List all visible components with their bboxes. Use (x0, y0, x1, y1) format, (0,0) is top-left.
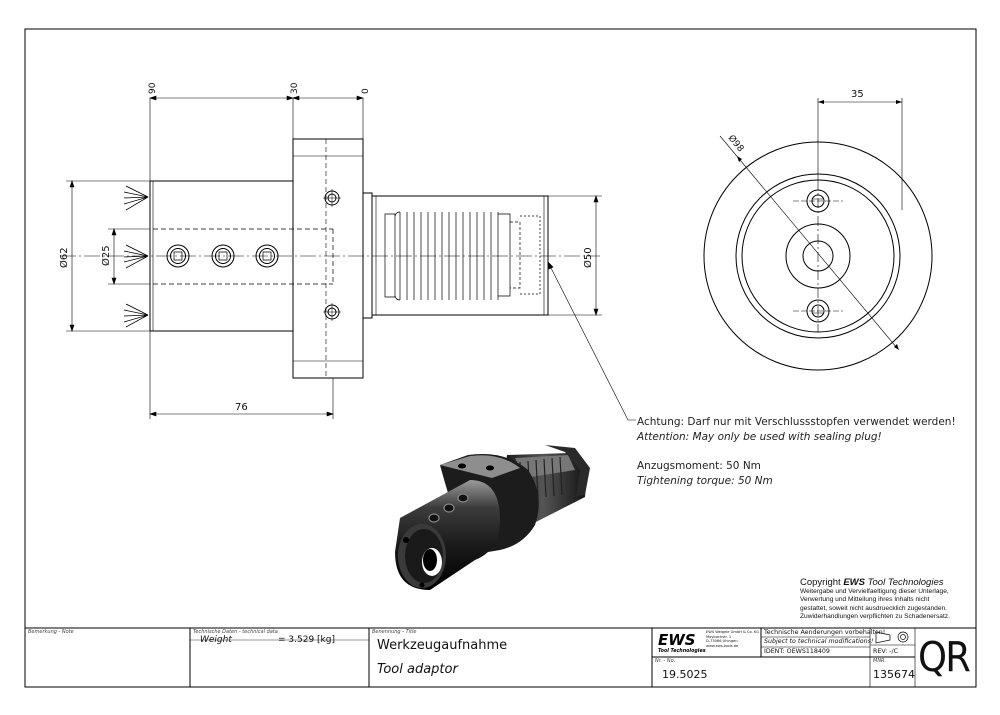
logo-text: EWS (658, 631, 696, 649)
ews-logo: EWS Tool Technologies (657, 631, 706, 654)
side-view (60, 138, 600, 379)
dim-0: 0 (361, 88, 371, 94)
mnr-label: MNR. (873, 658, 887, 664)
dim-90: 90 (148, 82, 158, 94)
side-dimensions (66, 95, 636, 421)
designation-label: Benennung - Title (372, 629, 417, 635)
mnr-value: 135674 (873, 668, 915, 681)
copyright-line: Verwertung und Mitteilung ihres Inhalts … (800, 596, 930, 604)
warning-note-de: Achtung: Darf nur mit Verschlussstopfen … (637, 416, 956, 428)
tool-adaptor-render (395, 445, 590, 590)
warning-note-en: Attention: May only be used with sealing… (637, 431, 882, 443)
title-block-lines (25, 627, 976, 687)
dim-35: 35 (851, 89, 864, 100)
torque-note-de: Anzugsmoment: 50 Nm (637, 460, 761, 472)
weight-label: Weight (200, 635, 232, 645)
revision-value: REV: -/C (873, 648, 899, 655)
title-en: Tool adaptor (377, 662, 458, 677)
changes-en: Subject to technical modifications! (764, 638, 874, 645)
techdata-label: Technische Daten - technical data (193, 629, 278, 635)
changes-de: Technische Aenderungen vorbehalten! (764, 629, 886, 636)
qr-code-mark: QR (918, 633, 971, 681)
weight-value: = 3.529 [kg] (278, 635, 335, 645)
copyright-line: Weitergabe und Vervielfaeltigung dieser … (800, 588, 949, 595)
copyright-line: gestattet, soweit nicht ausdruecklich zu… (800, 604, 947, 612)
number-value: 19.5025 (662, 668, 708, 681)
drawing-border (24, 28, 977, 688)
torque-note-en: Tightening torque: 50 Nm (637, 475, 773, 487)
remark-label: Bemerkung - Note (28, 629, 74, 635)
dim-phi50: Ø50 (582, 247, 594, 268)
ident-value: IDENT: OEWS118409 (764, 648, 830, 655)
dim-phi98: Ø98 (726, 133, 747, 154)
copyright-title: Copyright EWS Tool Technologies (800, 577, 944, 588)
logo-subtext: Tool Technologies (658, 648, 706, 654)
dim-30: 30 (290, 82, 300, 94)
dim-phi25: Ø25 (100, 245, 112, 266)
copyright-line: Zuwiderhandlungen verpflichten zu Schade… (800, 613, 950, 621)
number-label: Nr. - No. (655, 658, 676, 664)
dim-76: 76 (235, 402, 248, 413)
dim-phi62: Ø62 (58, 247, 70, 268)
title-de: Werkzeugaufnahme (377, 638, 508, 653)
copyright-notice: Copyright EWS Tool Technologies Weiterga… (800, 577, 980, 622)
company-address: EWS Weigele GmbH & Co. KG Maybachstr. 1 … (706, 630, 760, 648)
front-view (703, 98, 933, 371)
